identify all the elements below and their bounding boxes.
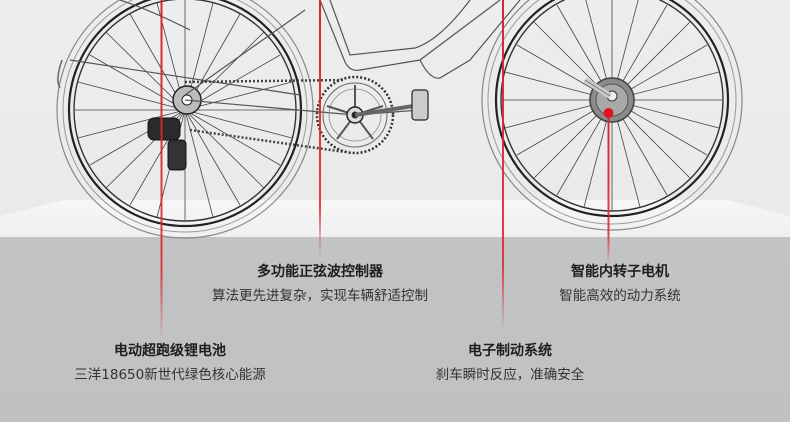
bicycle-frame [69, 0, 521, 116]
feature-brake-desc: 刹车瞬时反应，准确安全 [435, 367, 585, 383]
feature-controller-desc: 算法更先进复杂，实现车辆舒适控制 [212, 288, 428, 304]
motor-callout-dot [603, 108, 614, 118]
crank-and-chain [184, 75, 429, 155]
feature-brake-title: 电子制动系统 [468, 343, 552, 359]
feature-controller: 多功能正弦波控制器 算法更先进复杂，实现车辆舒适控制 [190, 263, 450, 305]
callout-line-battery [160, 0, 163, 340]
feature-controller-title: 多功能正弦波控制器 [257, 264, 383, 280]
background-bottom [0, 237, 790, 422]
callout-line-motor [607, 114, 610, 264]
callout-line-controller [319, 0, 321, 258]
feature-motor-title: 智能内转子电机 [571, 264, 669, 280]
callout-lines [160, 0, 614, 340]
feature-battery: 电动超跑级锂电池 三洋18650新世代绿色核心能源 [40, 342, 300, 384]
feature-battery-title: 电动超跑级锂电池 [114, 343, 226, 359]
callout-line-brake [502, 0, 504, 330]
feature-motor-desc: 智能高效的动力系统 [559, 288, 681, 304]
feature-motor: 智能内转子电机 智能高效的动力系统 [530, 263, 710, 305]
feature-brake: 电子制动系统 刹车瞬时反应，准确安全 [410, 342, 610, 384]
feature-battery-desc: 三洋18650新世代绿色核心能源 [74, 367, 266, 383]
rear-wheel [56, 0, 314, 239]
front-wheel [481, 0, 743, 231]
